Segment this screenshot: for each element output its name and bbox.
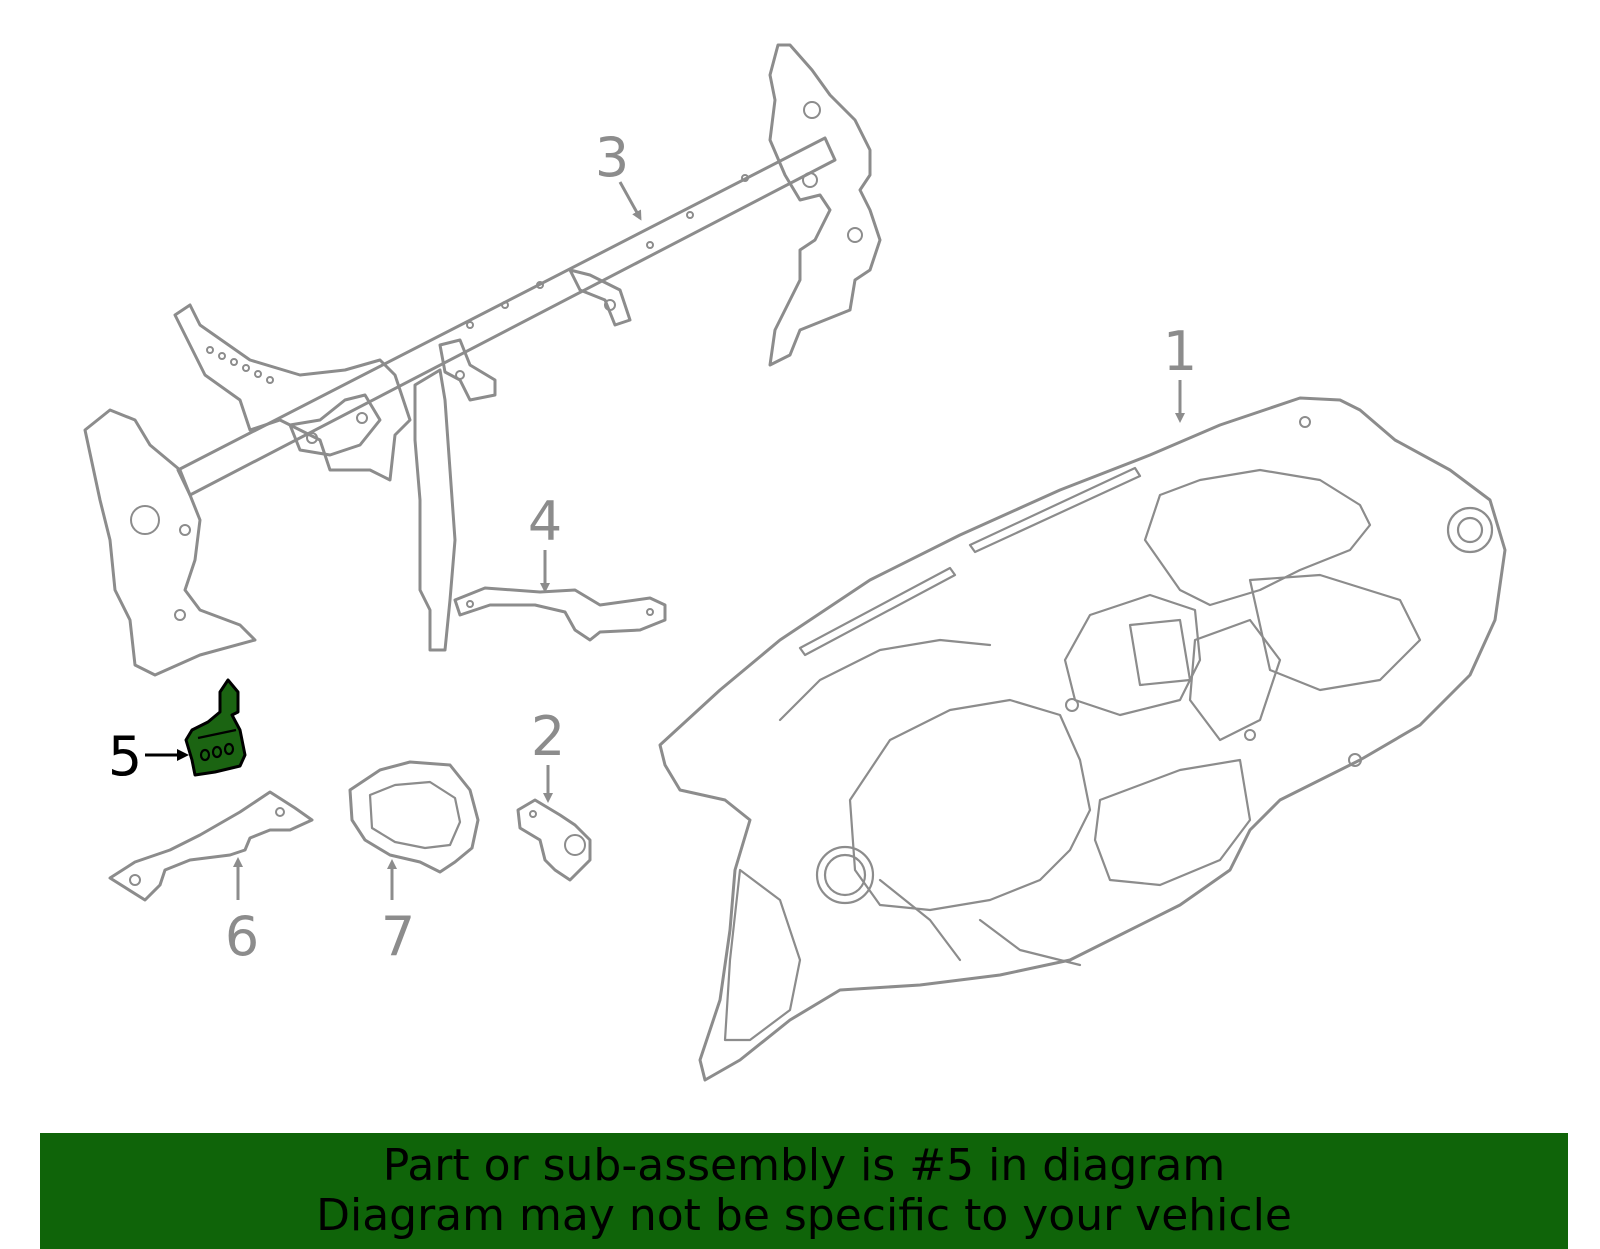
- callout-3: 3: [595, 126, 642, 221]
- part-1-instrument-panel: [658, 396, 1507, 1082]
- callout-1: 1: [1163, 320, 1197, 423]
- callout-6: 6: [225, 857, 259, 968]
- part-3-cross-car-beam: [83, 43, 882, 677]
- callout-2: 2: [531, 705, 565, 803]
- callout-number-7: 7: [381, 905, 415, 968]
- callout-number-4: 4: [528, 490, 562, 553]
- callout-number-6: 6: [225, 905, 259, 968]
- banner-line-2: Diagram may not be specific to your vehi…: [316, 1190, 1292, 1241]
- part-4-bracket: [453, 586, 667, 642]
- callout-7: 7: [381, 859, 415, 968]
- callout-number-3: 3: [595, 126, 629, 189]
- callout-number-1: 1: [1163, 320, 1197, 383]
- part-6-lower-bracket: [108, 790, 314, 902]
- info-banner: Part or sub-assembly is #5 in diagram Di…: [40, 1133, 1568, 1249]
- parts-diagram: 1 2 3 4 5 6 7: [83, 43, 1507, 1082]
- part-2-small-bracket: [516, 798, 592, 882]
- callout-4: 4: [528, 490, 562, 593]
- banner-line-1: Part or sub-assembly is #5 in diagram: [382, 1140, 1226, 1191]
- callout-5[interactable]: 5: [108, 725, 189, 788]
- callout-number-2: 2: [531, 705, 565, 768]
- callout-number-5: 5: [108, 725, 142, 788]
- part-5-bracket-highlighted[interactable]: [184, 678, 247, 777]
- part-7-duct: [348, 760, 480, 874]
